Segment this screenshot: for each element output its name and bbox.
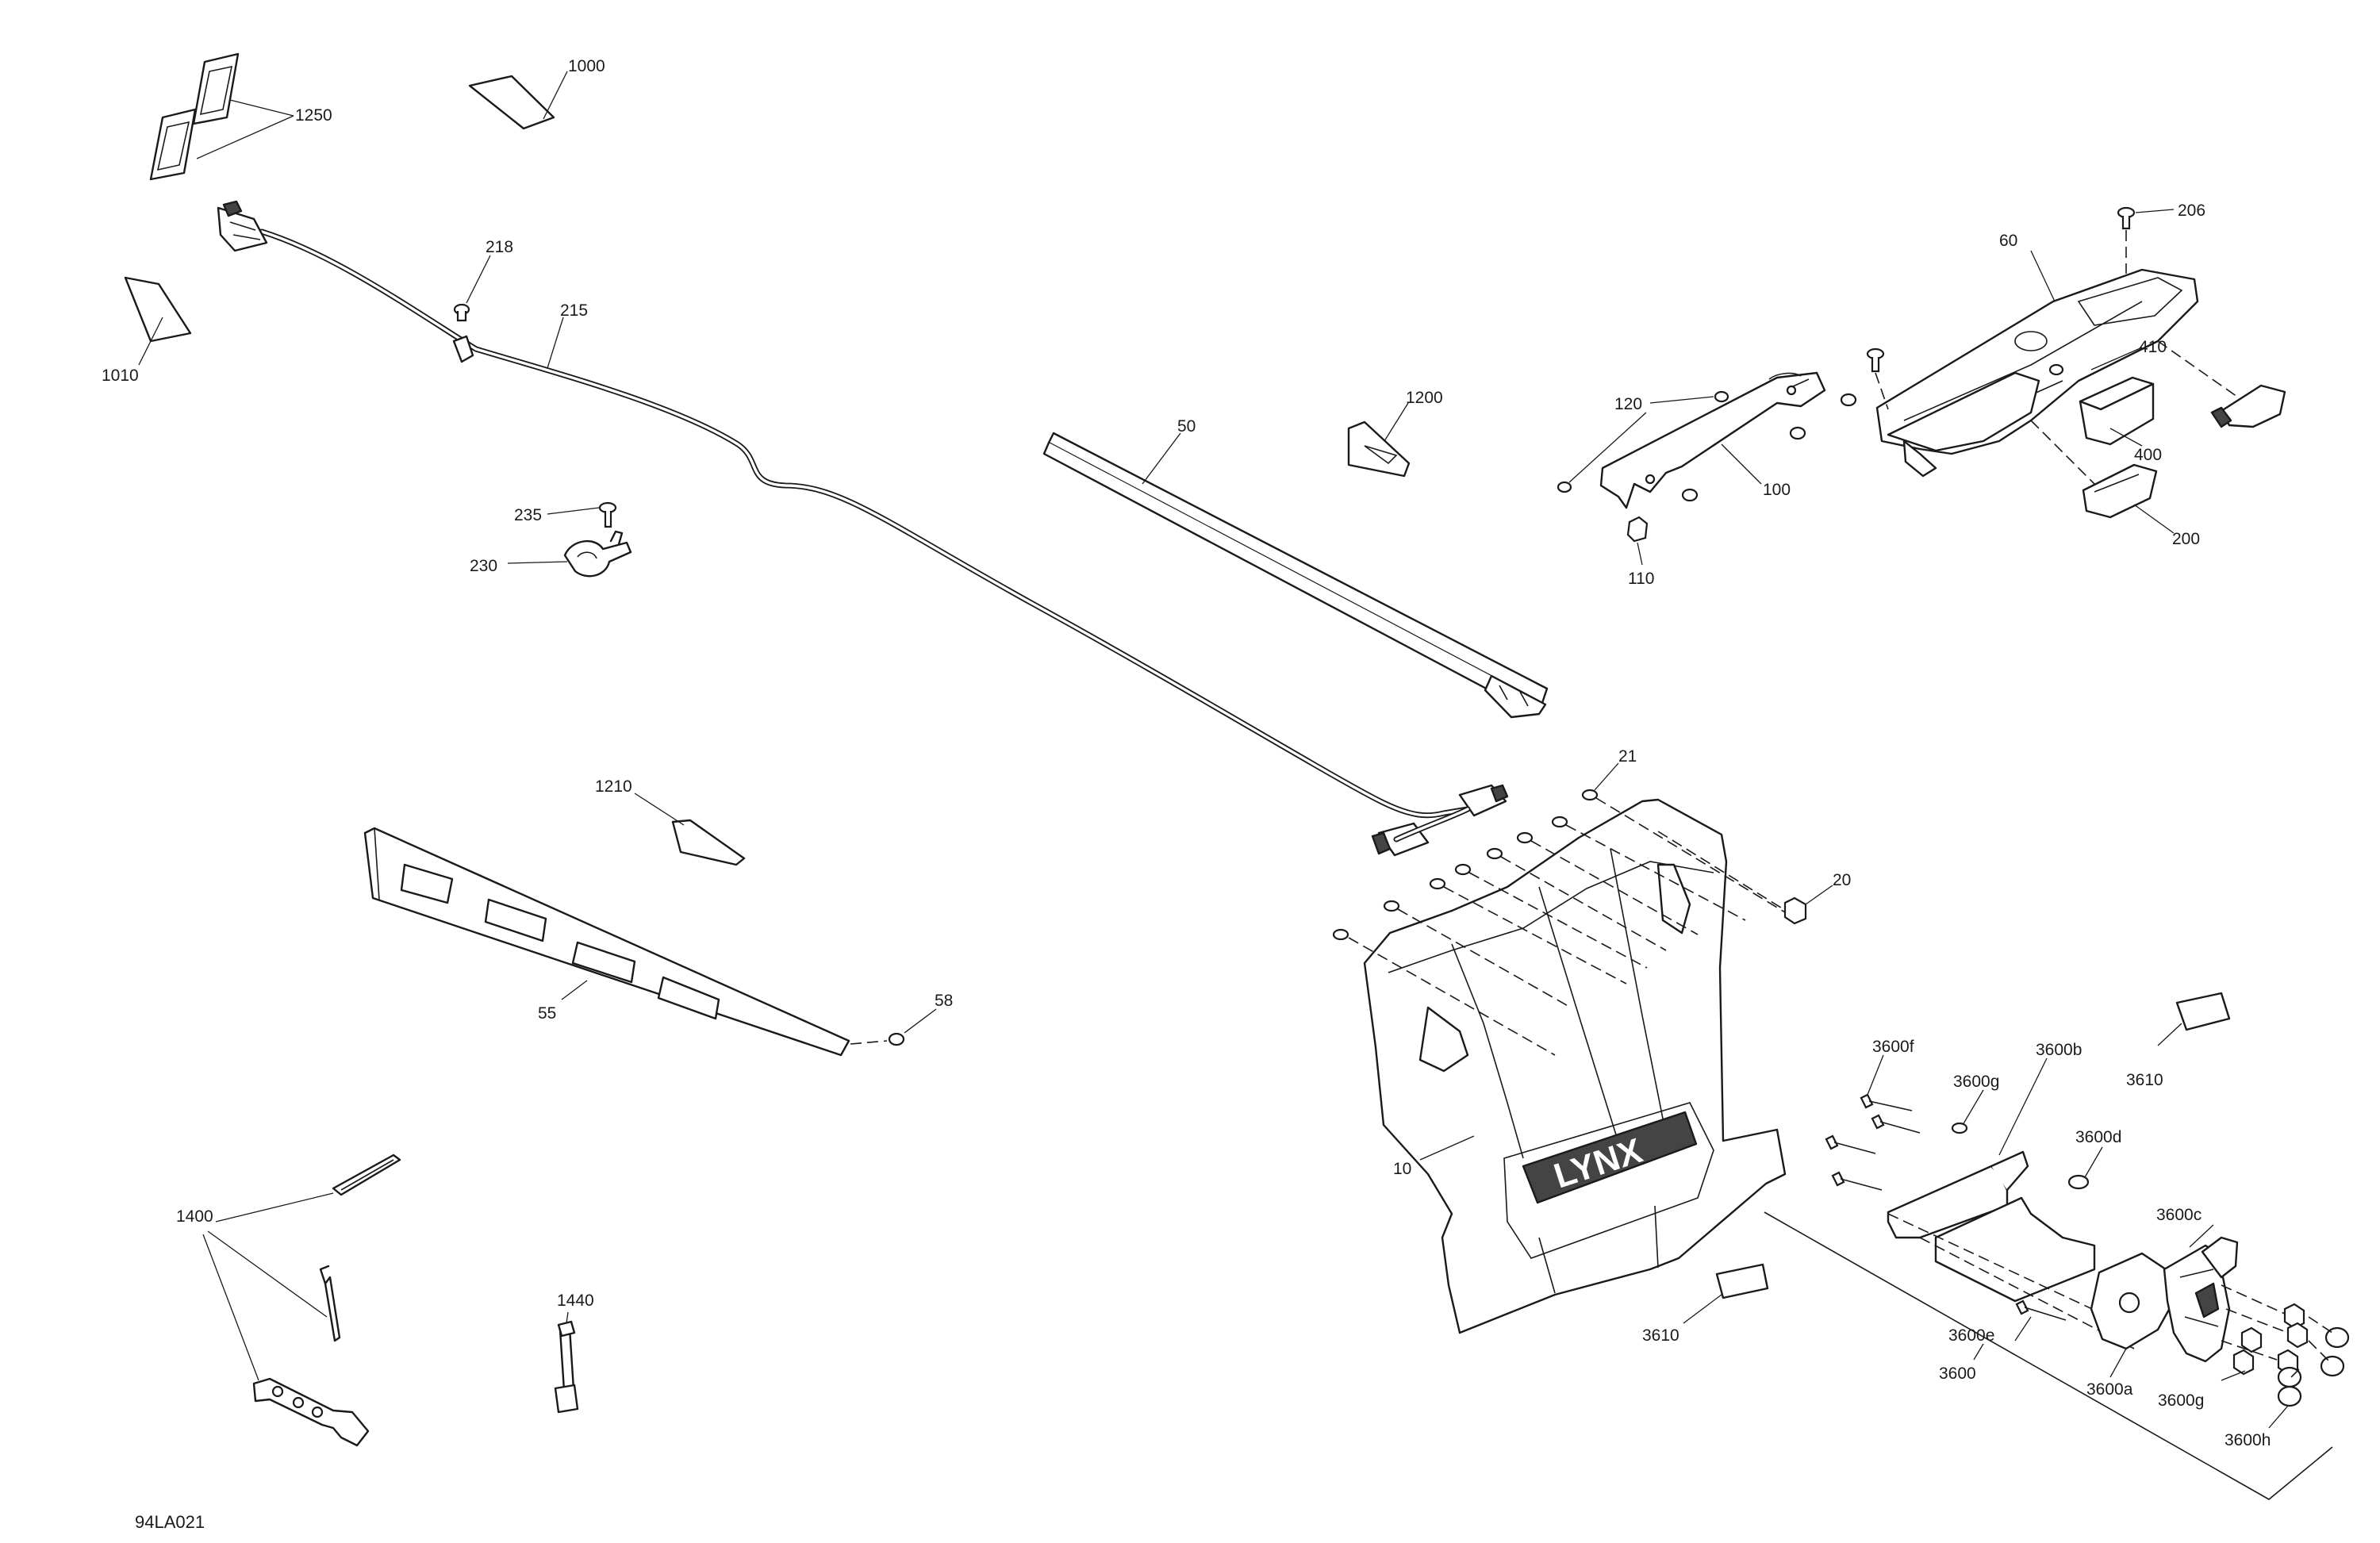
- decal-3610-a[interactable]: [2157, 992, 2231, 1046]
- screw-center[interactable]: [1866, 347, 1889, 410]
- fastener-218[interactable]: [453, 255, 491, 322]
- wiring-harness-215[interactable]: [217, 200, 1509, 857]
- callout-3600g-2: 3600g: [2158, 1391, 2204, 1410]
- callout-100: 100: [1763, 481, 1791, 499]
- callout-235: 235: [514, 506, 542, 524]
- decal-1200[interactable]: [1347, 402, 1411, 478]
- callout-3600c: 3600c: [2156, 1206, 2202, 1224]
- callout-3600: 3600: [1939, 1365, 1976, 1383]
- callout-3600d: 3600d: [2075, 1128, 2121, 1146]
- decal-1250-group[interactable]: [149, 52, 294, 181]
- light-bracket-100[interactable]: [1599, 371, 1826, 509]
- decal-1210[interactable]: [634, 793, 746, 866]
- clip-410[interactable]: [2048, 347, 2143, 376]
- nut-110[interactable]: [1626, 393, 1857, 566]
- hitch-kit-3600[interactable]: [1764, 1054, 2350, 1500]
- callout-1210: 1210: [595, 777, 632, 796]
- callout-3610-b: 3610: [1642, 1326, 1679, 1345]
- callout-58: 58: [935, 992, 953, 1010]
- snow-flap-55[interactable]: [363, 827, 850, 1057]
- callout-1250: 1250: [295, 106, 332, 125]
- screw-206[interactable]: [2117, 206, 2175, 274]
- callout-55: 55: [538, 1004, 556, 1023]
- callout-410: 410: [2139, 338, 2167, 356]
- callout-215: 215: [560, 301, 588, 320]
- callout-206: 206: [2178, 202, 2205, 220]
- callout-3600e: 3600e: [1948, 1326, 1994, 1345]
- callout-3600a: 3600a: [2086, 1380, 2133, 1399]
- fastener-120[interactable]: [1557, 390, 1729, 493]
- callout-60: 60: [1999, 232, 2017, 250]
- clamp-230[interactable]: [507, 530, 632, 578]
- light-200[interactable]: [2030, 340, 2286, 534]
- washers-21[interactable]: [1332, 762, 1786, 1056]
- callout-1400: 1400: [176, 1207, 213, 1226]
- callout-200: 200: [2172, 530, 2200, 548]
- callout-400: 400: [2134, 446, 2162, 464]
- callout-3600f: 3600f: [1872, 1038, 1914, 1056]
- callout-120: 120: [1614, 395, 1642, 413]
- callout-230: 230: [470, 557, 497, 575]
- decal-1010[interactable]: [124, 276, 192, 366]
- callout-110: 110: [1628, 570, 1654, 588]
- callout-21: 21: [1618, 747, 1637, 766]
- callout-50: 50: [1177, 417, 1196, 436]
- callout-1200: 1200: [1406, 389, 1443, 407]
- callout-20: 20: [1833, 871, 1851, 889]
- callout-1440: 1440: [557, 1292, 594, 1310]
- decal-1000[interactable]: [468, 71, 568, 130]
- nut-20[interactable]: [1657, 831, 1833, 925]
- callout-3600g-1: 3600g: [1953, 1073, 1999, 1091]
- tool-1440[interactable]: [554, 1311, 579, 1414]
- callout-3610-a: 3610: [2126, 1071, 2163, 1089]
- screw-235[interactable]: [547, 501, 617, 528]
- callout-218: 218: [486, 238, 513, 256]
- callout-3600h: 3600h: [2225, 1431, 2271, 1449]
- decal-3610-b[interactable]: [1683, 1263, 1769, 1324]
- tool-kit-1400[interactable]: [202, 1153, 401, 1447]
- callout-10: 10: [1393, 1160, 1411, 1178]
- lens-400[interactable]: [2079, 376, 2155, 447]
- fastener-58[interactable]: [850, 1008, 937, 1046]
- light-housing-60[interactable]: [1875, 250, 2199, 478]
- drawing-code: 94LA021: [135, 1512, 205, 1532]
- trim-strip-50[interactable]: [1042, 432, 1549, 719]
- callout-3600b: 3600b: [2036, 1041, 2082, 1059]
- callout-1000: 1000: [568, 57, 605, 75]
- callout-1010: 1010: [102, 367, 139, 385]
- rear-flap-10[interactable]: LYNX: [1363, 798, 1787, 1334]
